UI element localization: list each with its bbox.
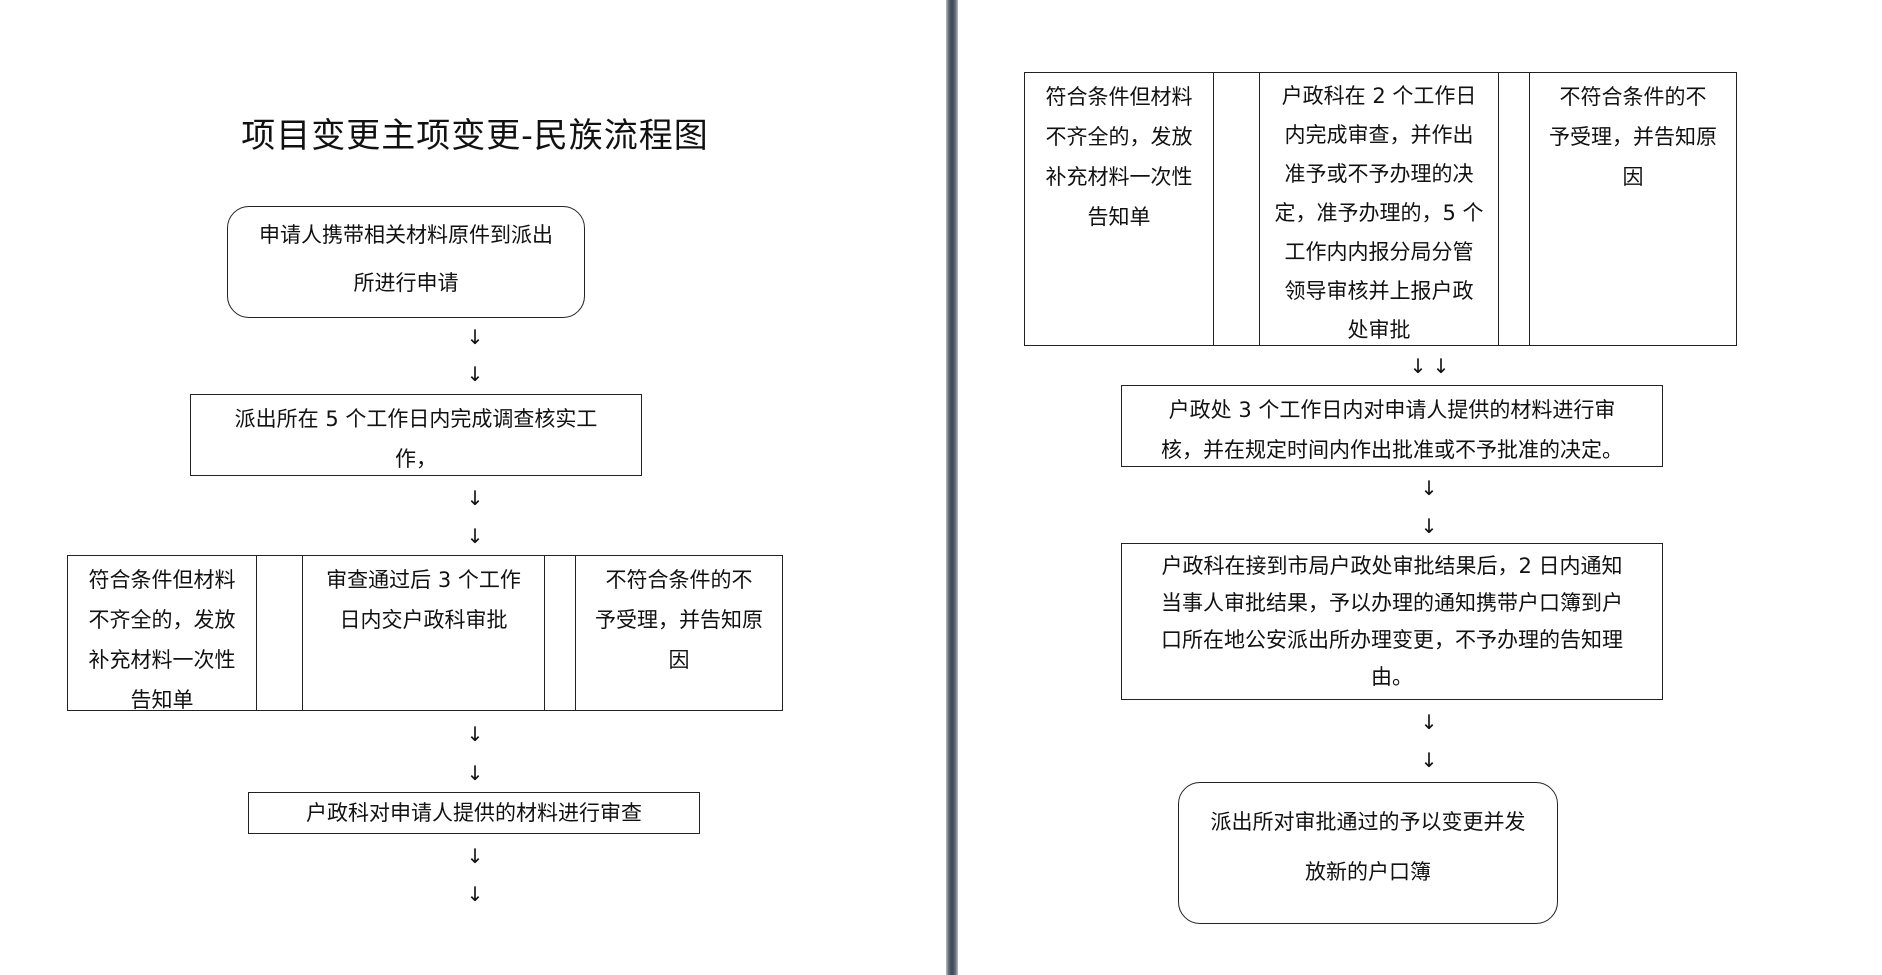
flow-arrow: ↓	[1420, 514, 1438, 538]
flow-arrow: ↓	[466, 882, 484, 906]
step-review-box: 户政科对申请人提供的材料进行审查	[248, 792, 700, 834]
flow-arrow: ↓	[1409, 354, 1427, 378]
flow-arrow: ↓	[466, 524, 484, 548]
table-spacer-cell	[1214, 72, 1259, 346]
branch-review-cell: 户政科在 2 个工作日 内完成审查，并作出 准予或不予办理的决 定，准予办理的，…	[1259, 72, 1499, 346]
table-spacer-cell	[545, 555, 575, 711]
document-page-left: 项目变更主项变更-民族流程图 申请人携带相关材料原件到派出 所进行申请 ↓ ↓ …	[67, 116, 783, 906]
step-apply-box: 申请人携带相关材料原件到派出 所进行申请	[227, 206, 585, 318]
table-spacer-cell	[1499, 72, 1529, 346]
flow-arrow: ↓	[1420, 476, 1438, 500]
branch-incomplete-cell: 符合条件但材料 不齐全的，发放 补充材料一次性 告知单	[67, 555, 257, 712]
table-spacer-cell	[257, 555, 302, 711]
flow-arrow: ↓	[466, 722, 484, 746]
flow-arrow: ↓	[1432, 354, 1450, 378]
flow-arrow: ↓	[466, 486, 484, 510]
page-divider	[946, 0, 958, 975]
flow-arrow: ↓	[1420, 710, 1438, 734]
step-bureau-review-box: 户政处 3 个工作日内对申请人提供的材料进行审 核，并在规定时间内作出批准或不予…	[1121, 385, 1663, 467]
flow-arrow: ↓	[1420, 748, 1438, 772]
flow-arrow: ↓	[466, 325, 484, 349]
flow-arrow: ↓	[466, 844, 484, 868]
branch-reject-cell-right: 不符合条件的不 予受理，并告知原 因	[1529, 72, 1737, 346]
step-notify-box: 户政科在接到市局户政处审批结果后，2 日内通知 当事人审批结果，予以办理的通知携…	[1121, 543, 1663, 700]
flow-arrow: ↓	[466, 362, 484, 386]
branch-reject-cell: 不符合条件的不 予受理，并告知原 因	[575, 555, 783, 711]
document-page-right: 符合条件但材料 不齐全的，发放 补充材料一次性 告知单 户政科在 2 个工作日 …	[958, 0, 1882, 975]
step-investigate-box: 派出所在 5 个工作日内完成调查核实工 作，	[190, 394, 642, 476]
flowchart-title: 项目变更主项变更-民族流程图	[241, 116, 709, 156]
branch-pass-cell: 审查通过后 3 个工作 日内交户政科审批	[302, 555, 545, 711]
step-issue-box: 派出所对审批通过的予以变更并发 放新的户口簿	[1178, 782, 1558, 924]
flow-arrow: ↓	[466, 761, 484, 785]
branch-incomplete-cell-right: 符合条件但材料 不齐全的，发放 补充材料一次性 告知单	[1024, 72, 1214, 346]
